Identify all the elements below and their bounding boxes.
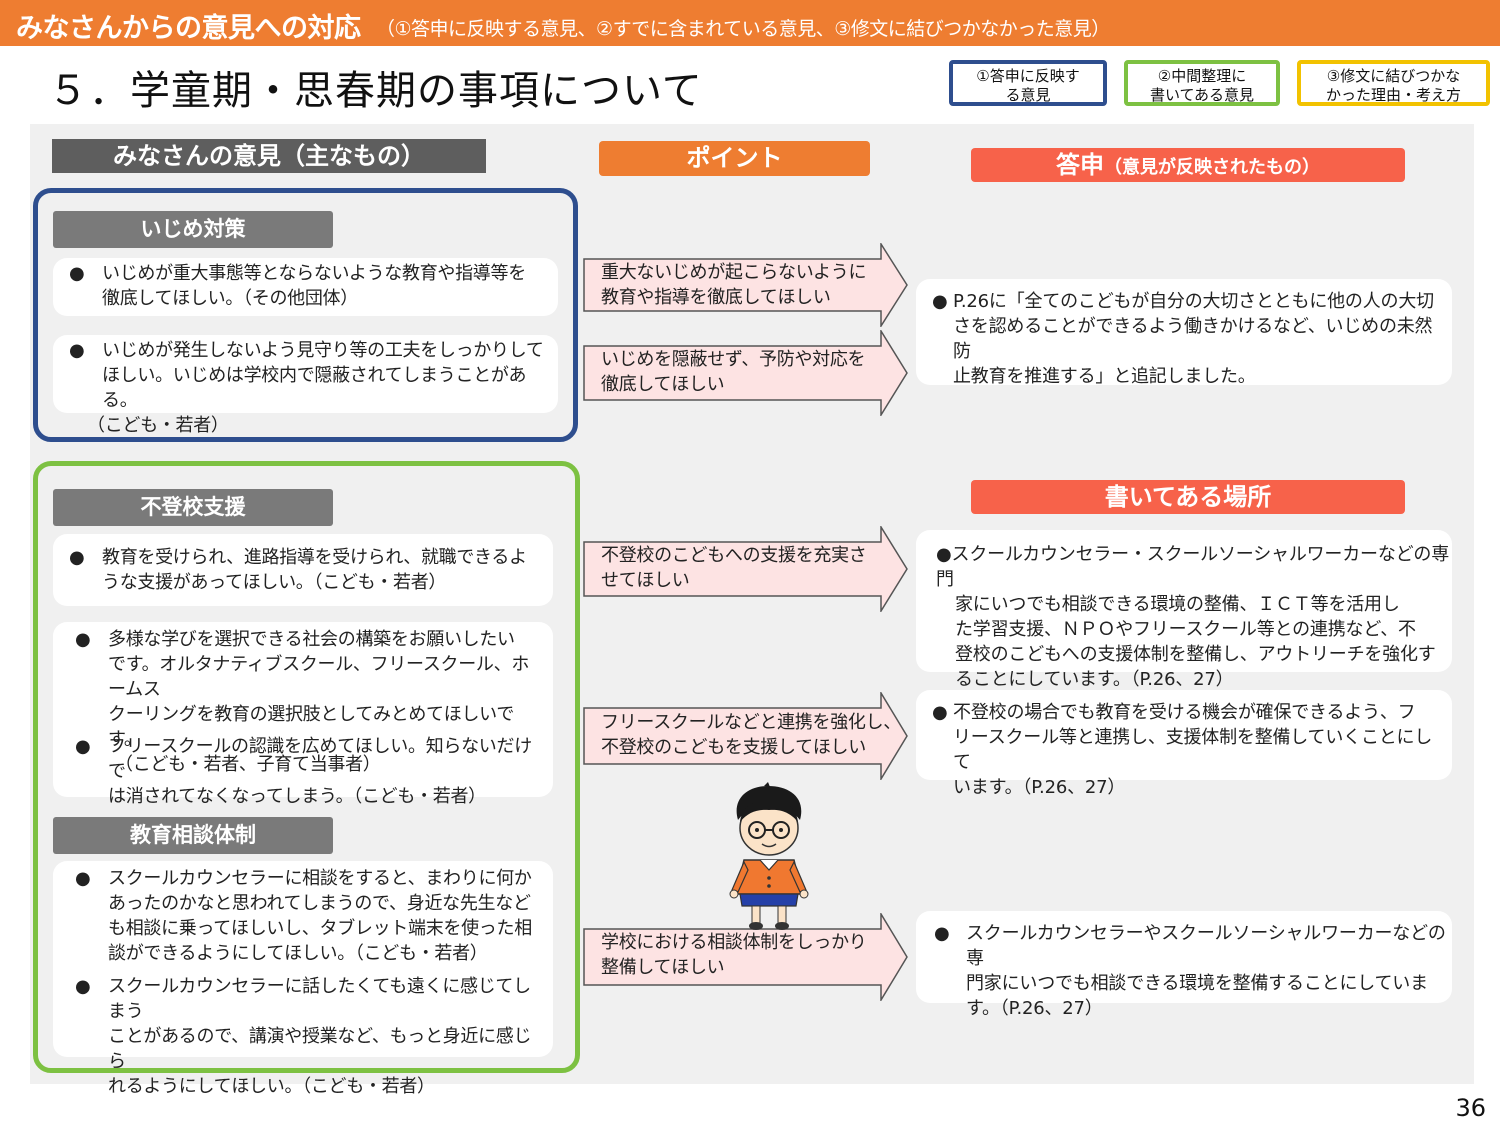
opinions-column-header: みなさんの意見（主なもの） — [52, 139, 486, 173]
legend-reflected: ①答申に反映す る意見 — [949, 60, 1107, 106]
section-label-bullying: いじめ対策 — [53, 211, 333, 248]
point-text: 不登校のこどもへの支援を充実さ せてほしい — [601, 545, 867, 591]
opinion-item: ● スクールカウンセラーに相談をすると、まわりに何か あったのかなと思われてしま… — [75, 868, 532, 964]
legend-not-revised: ③修文に結びつかな かった理由・考え方 — [1297, 60, 1490, 106]
location-column-header: 書いてある場所 — [971, 480, 1405, 514]
location-text: ● 不登校の場合でも教育を受ける機会が確保できるよう、フ リースクール等と連携し… — [932, 702, 1433, 798]
point-column-header: ポイント — [599, 141, 870, 176]
opinion-item: ● いじめが発生しないよう見守り等の工夫をしっかりして ほしい。いじめは学校内で… — [69, 340, 544, 436]
point-text: 学校における相談体制をしっかり 整備してほしい — [601, 932, 867, 978]
page-number: 36 — [1455, 1094, 1486, 1122]
page-title: ５．学童期・思春期の事項について — [48, 68, 703, 114]
opinion-item: ● フリースクールの認識を広めてほしい。知らないだけで は消されてなくなってしま… — [75, 736, 532, 807]
section-label-counsel: 教育相談体制 — [53, 817, 333, 854]
opinion-card: ● 多様な学びを選択できる社会の構築をお願いしたい です。オルタナティブスクール… — [53, 622, 553, 807]
arrow-right-icon — [583, 526, 908, 612]
included-opinions-frame — [33, 461, 580, 1073]
location-text: ●スクールカウンセラー・スクールソーシャルワーカーなどの専門 家にいつでも相談で… — [936, 544, 1450, 690]
header-title: みなさんからの意見への対応 — [16, 13, 361, 44]
header-subtitle: （①答申に反映する意見、②すでに含まれている意見、③修文に結びつかなかった意見） — [376, 18, 1110, 40]
section-label-futoko: 不登校支援 — [53, 489, 333, 526]
arrow-right-icon — [583, 243, 908, 327]
opinion-item: ● スクールカウンセラーに話したくても遠くに感じてしまう ことがあるので、講演や… — [75, 976, 532, 1097]
location-card: ● 不登校の場合でも教育を受ける機会が確保できるよう、フ リースクール等と連携し… — [916, 690, 1452, 798]
location-text: ●スクールカウンセラーやスクールソーシャルワーカーなどの専 門家にいつでも相談で… — [934, 923, 1446, 1019]
point-arrow: いじめを隠蔽せず、予防や対応を 徹底してほしい — [583, 330, 909, 416]
opinion-item: ● 教育を受けられ、進路指導を受けられ、就職できるよ うな支援があってほしい。（… — [69, 547, 527, 593]
point-text: いじめを隠蔽せず、予防や対応を 徹底してほしい — [601, 349, 866, 395]
report-card: ● P.26に「全てのこどもが自分の大切さとともに他の人の大切 さを認めることが… — [916, 279, 1452, 387]
opinion-item: ● 多様な学びを選択できる社会の構築をお願いしたい です。オルタナティブスクール… — [75, 629, 530, 775]
point-text: フリースクールなどと連携を強化し、 不登校のこどもを支援してほしい — [601, 712, 901, 758]
point-text: 重大ないじめが起こらないように 教育や指導を徹底してほしい — [601, 262, 867, 308]
opinion-card: ● 教育を受けられ、進路指導を受けられ、就職できるよ うな支援があってほしい。（… — [53, 534, 553, 606]
report-text: ● P.26に「全てのこどもが自分の大切さとともに他の人の大切 さを認めることが… — [932, 291, 1434, 387]
report-column-header: 答申（意見が反映されたもの） — [971, 148, 1405, 182]
arrow-right-icon — [583, 913, 908, 1001]
point-arrow: 重大ないじめが起こらないように 教育や指導を徹底してほしい — [583, 243, 909, 327]
legend-already-included: ②中間整理に 書いてある意見 — [1124, 60, 1280, 106]
location-card: ●スクールカウンセラー・スクールソーシャルワーカーなどの専門 家にいつでも相談で… — [916, 530, 1452, 690]
point-arrow: フリースクールなどと連携を強化し、 不登校のこどもを支援してほしい — [583, 692, 909, 780]
arrow-right-icon — [583, 330, 908, 416]
arrow-right-icon — [583, 692, 908, 780]
opinion-item: ● いじめが重大事態等とならないような教育や指導等を 徹底してほしい。（その他団… — [69, 263, 526, 309]
reflected-opinions-frame — [33, 188, 578, 442]
opinion-card: ● いじめが重大事態等とならないような教育や指導等を 徹底してほしい。（その他団… — [53, 258, 558, 316]
location-card: ●スクールカウンセラーやスクールソーシャルワーカーなどの専 門家にいつでも相談で… — [916, 911, 1452, 1019]
header-band: みなさんからの意見への対応 （①答申に反映する意見、②すでに含まれている意見、③… — [0, 0, 1500, 46]
point-arrow: 学校における相談体制をしっかり 整備してほしい — [583, 913, 909, 1001]
opinion-card: ● スクールカウンセラーに相談をすると、まわりに何か あったのかなと思われてしま… — [53, 861, 553, 1097]
child-illustration-icon — [729, 782, 809, 930]
point-arrow: 不登校のこどもへの支援を充実さ せてほしい — [583, 526, 909, 612]
opinion-card: ● いじめが発生しないよう見守り等の工夫をしっかりして ほしい。いじめは学校内で… — [53, 335, 558, 436]
